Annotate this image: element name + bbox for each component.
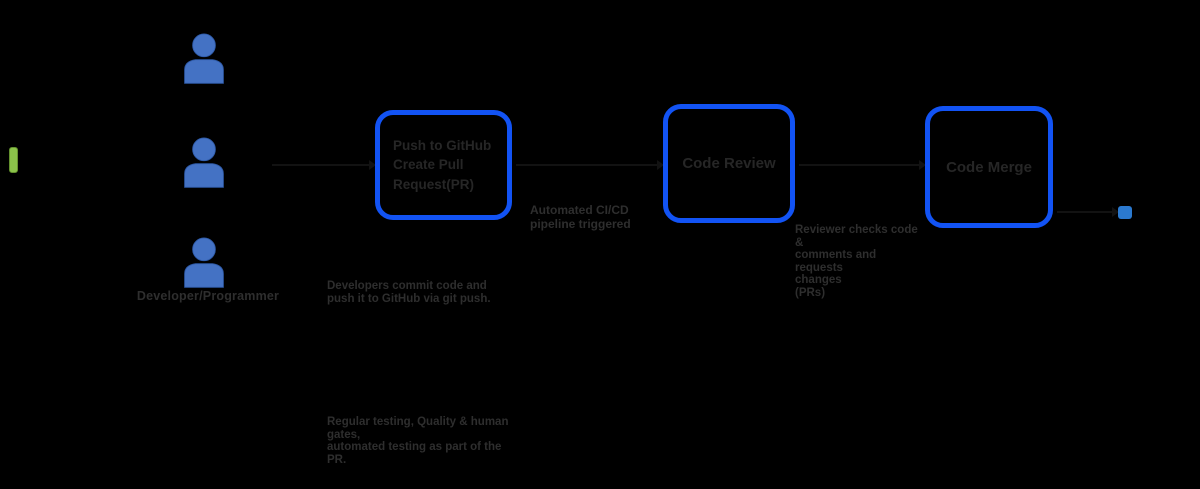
step-label-line: Code Merge bbox=[946, 158, 1032, 176]
step-box-code-merge: Code Merge bbox=[925, 106, 1053, 228]
step-box-push-to-github: Push to GitHub Create Pull Request(PR) bbox=[375, 110, 512, 220]
annotation-push-note: Developers commit code and push it to Gi… bbox=[327, 280, 497, 305]
step-label-line: Code Review bbox=[682, 155, 776, 172]
annotation-line: pipeline triggered bbox=[530, 217, 631, 231]
deploy-marker-icon bbox=[1118, 206, 1132, 219]
flow-arrow bbox=[272, 160, 376, 170]
annotation-quality-note: Regular testing, Quality & human gates, … bbox=[327, 416, 522, 466]
annotation-line: changes bbox=[795, 274, 842, 286]
annotation-pipeline: Automated CI/CD pipeline triggered bbox=[530, 203, 650, 231]
person-icon bbox=[177, 233, 231, 291]
step-label-line: Request(PR) bbox=[393, 176, 475, 192]
annotation-review-outcome: Reviewer checks code & comments and requ… bbox=[795, 224, 927, 299]
annotation-line: push it to GitHub via git push. bbox=[327, 292, 491, 305]
annotation-line: automated testing as part of the PR. bbox=[327, 441, 502, 466]
annotation-line: Automated CI/CD bbox=[530, 203, 629, 217]
person-icon bbox=[177, 29, 231, 87]
flow-arrow bbox=[516, 160, 664, 170]
step-label-line: Create Pull bbox=[393, 157, 464, 173]
developers-label: Developer/Programmer bbox=[136, 289, 280, 303]
flow-arrow bbox=[1057, 207, 1119, 217]
annotation-line: Developers commit code and bbox=[327, 280, 487, 292]
annotation-line: Reviewer checks code & bbox=[795, 224, 918, 249]
person-icon bbox=[177, 133, 231, 191]
git-branch-marker-icon bbox=[9, 147, 18, 173]
annotation-line: Regular testing, Quality & human gates, bbox=[327, 416, 509, 441]
annotation-line: (PRs) bbox=[795, 286, 826, 299]
step-box-code-review: Code Review bbox=[663, 104, 795, 223]
step-label-line: Push to GitHub bbox=[393, 138, 492, 154]
annotation-line: comments and requests bbox=[795, 249, 877, 274]
flow-arrow bbox=[799, 160, 926, 170]
